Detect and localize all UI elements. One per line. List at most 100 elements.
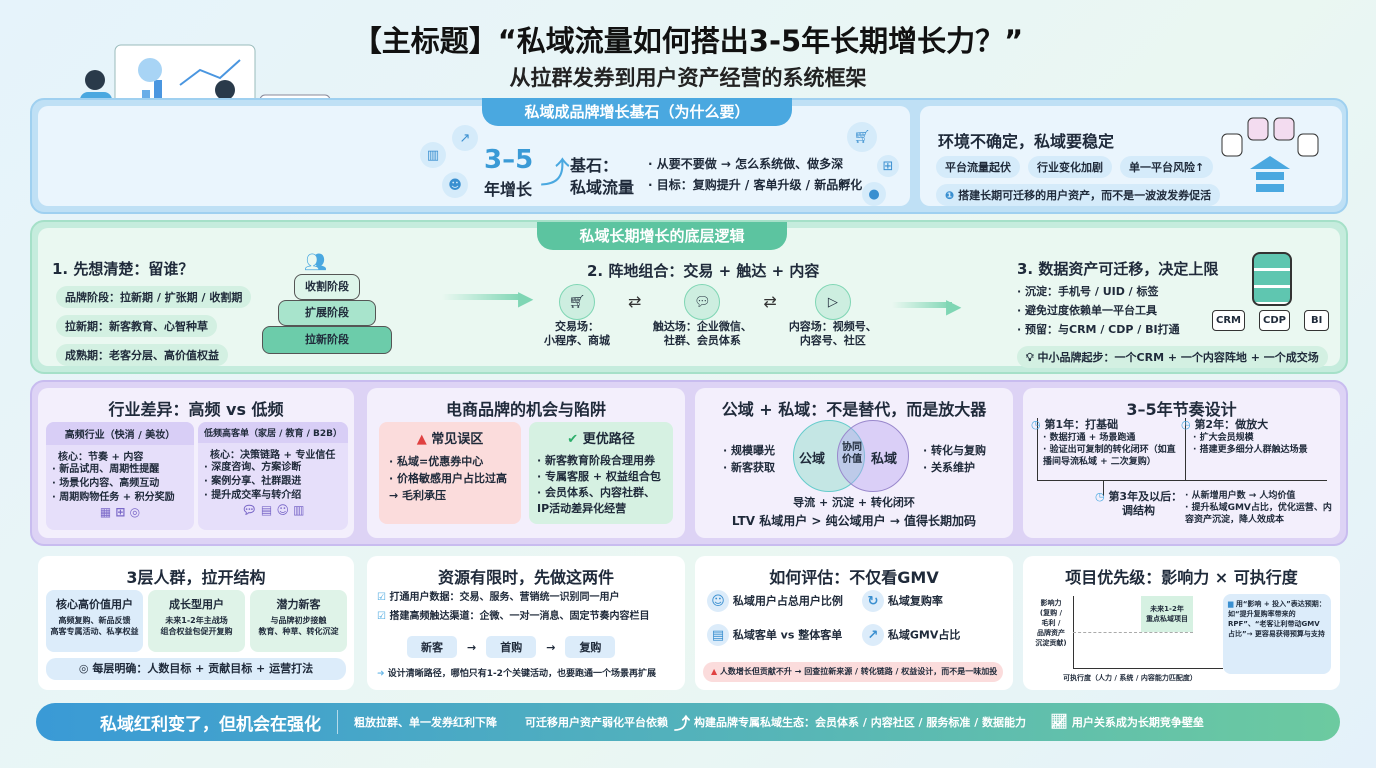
growth-chart-icon: 📈︎ <box>1050 714 1068 730</box>
chat-icon: 💬︎ <box>684 284 721 320</box>
evaluation-card: 如何评估：不仅看GMV ☺ 私域用户占总用户比例 ↻ 私域复购率 ▤ 私域客单 … <box>695 556 1013 690</box>
year2-title: 第2年：做放大 <box>1194 418 1269 431</box>
person-icon: ● <box>862 182 886 206</box>
year1-title: 第1年：打基础 <box>1044 418 1119 431</box>
exchange-arrows-icon: ⇄ <box>763 292 777 311</box>
venn-loop-text: 导流 + 沉淀 + 转化闭环 <box>793 496 915 509</box>
user-icon: ☺ <box>707 590 729 612</box>
bottom-item: 粗放拉群、单一发券红利下降 <box>354 716 497 729</box>
matrix-x-axis <box>1073 668 1223 669</box>
data-tip: 中小品牌起步：一个CRM + 一个内容阵地 + 一个成交场 <box>1037 351 1319 364</box>
data-item: 沉淀：手机号 / UID / 标签 <box>1017 282 1180 301</box>
pitfalls-title: 常见误区 <box>431 432 484 447</box>
risk-tag: 单一平台风险↑ <box>1120 156 1214 178</box>
bottom-item: 可迁移用户资产弱化平台依赖 <box>525 716 668 729</box>
better-path-item: 专属客服 + 权益组合包 <box>537 469 665 485</box>
step3-title: 3. 数据资产可迁移，决定上限 <box>1017 260 1219 278</box>
environment-card: 环境不确定，私域要稳定 平台流量起伏 行业变化加剧 单一平台风险↑ ❶ 搭建长期… <box>920 106 1342 206</box>
timeline-axis <box>1037 480 1327 481</box>
growth-arrow-icon: ↗ <box>452 125 478 151</box>
high-freq-item: 场景化内容、高频互动 <box>52 477 188 491</box>
curve-arrow-icon: ⤴ <box>674 714 691 733</box>
tier-growth: 成长型用户未来1-2年主战场 组合权益包促开复购 <box>148 590 245 652</box>
year2-item: 扩大会员规模 <box>1193 432 1331 444</box>
cart-icon: 🛒︎ <box>559 284 595 320</box>
stage-item: 品牌阶段：拉新期 / 扩张期 / 收割期 <box>56 286 252 308</box>
environment-title: 环境不确定，私域要稳定 <box>938 132 1115 151</box>
channel-node: 🛒︎交易场： 小程序、商城 <box>532 284 622 348</box>
warning-icon: ▲ <box>711 667 720 676</box>
year3-title: 第3年及以后： 调结构 <box>1108 490 1183 517</box>
tier-potential: 潜力新客与品牌初步接触 教育、种草、转化沉淀 <box>250 590 347 652</box>
platform-cloud-icon <box>1220 114 1320 199</box>
tier-core: 核心高价值用户高频复购、新品反馈 高客专属活动、私享权益 <box>46 590 143 652</box>
base-subtitle: 私域流量 <box>570 178 635 197</box>
x-axis-label: 可执行度（人力 / 系统 / 内容能力匹配度） <box>1063 674 1197 682</box>
user-group-icon: 👥︎ <box>304 252 327 273</box>
system-cdp: CDP <box>1259 310 1290 331</box>
tiers-card: 3层人群，拉开结构 核心高价值用户高频复购、新品反馈 高客专属活动、私享权益 成… <box>38 556 354 690</box>
venn-ltv-text: LTV 私域用户 > 纯公域用户 → 值得长期加码 <box>731 514 977 528</box>
stage-item: 拉新期：新客教育、心智种草 <box>56 315 217 337</box>
metric-gmv-share: ↗ 私域GMV占比 <box>862 624 1012 646</box>
check-circle-icon: ✔ <box>567 432 583 447</box>
better-path-item: 新客教育阶段合理用券 <box>537 453 665 469</box>
arrowhead-icon: ▶ <box>946 294 962 318</box>
private-domain-item: 关系维护 <box>923 459 986 476</box>
data-item: 预留：与CRM / CDP / BI打通 <box>1017 320 1180 339</box>
priority-title: 项目优先级：影响力 × 可执行度 <box>1065 568 1298 587</box>
base-title: 基石： <box>570 156 619 175</box>
better-path-item: 会员体系、内容社群、IP活动差异化经营 <box>537 485 665 517</box>
checkbox-icon: ☑ <box>377 611 390 622</box>
priority-card: 项目优先级：影响力 × 可执行度 影响力 (复购 / 毛利 / 品牌资产 沉淀贡… <box>1023 556 1340 690</box>
system-crm: CRM <box>1212 310 1245 331</box>
ecommerce-card: 电商品牌的机会与陷阱 ▲ 常见误区 私域=优惠券中心价格敏感用户占比过高 → 毛… <box>367 388 685 538</box>
risk-tag: 平台流量起伏 <box>936 156 1020 178</box>
refresh-icon: ↻ <box>862 590 884 612</box>
info-icon: ❶ <box>945 189 959 202</box>
pitfall-item: 价格敏感用户占比过高 → 毛利承压 <box>389 470 511 504</box>
year1-icon: ◷ <box>1031 418 1045 431</box>
step2-title: 2. 阵地组合：交易 + 触达 + 内容 <box>587 262 820 280</box>
arrowhead-icon: ▶ <box>518 286 534 310</box>
high-freq-item: 周期购物任务 + 积分奖励 <box>52 491 188 505</box>
section-foundation: 私域成品牌增长基石（为什么要） ↗ ▥ ☻ 3–5 年增长 ⤴ 基石： 私域流量… <box>30 98 1348 214</box>
tiers-note: 每层明确：人数目标 + 贡献目标 + 运营打法 <box>92 662 314 675</box>
year3-item: 从新增用户数 → 人均价值 <box>1185 490 1335 502</box>
arrow-icon: → <box>467 640 477 654</box>
gift-icon: ⊞ <box>877 155 899 177</box>
exchange-arrows-icon: ⇄ <box>628 292 642 311</box>
private-domain-circle <box>837 420 909 492</box>
document-icon: ▤ <box>707 624 729 646</box>
metric-aov: ▤ 私域客单 vs 整体客单 <box>707 624 862 646</box>
foundation-point: 目标：复购提升 / 客单升级 / 新品孵化 <box>648 175 862 196</box>
priority-note: 用“影响 + 投入”表达预期：如“提升复购率带来的RPF”、“老客让利带动GMV… <box>1228 600 1326 638</box>
metric-user-share: ☺ 私域用户占总用户比例 <box>707 590 862 612</box>
venn-center-label: 协同价值 <box>842 442 862 465</box>
foundation-point: 从要不要做 → 怎么系统做、做多深 <box>648 154 862 175</box>
pyramid-middle: 扩展阶段 <box>278 300 376 326</box>
resource-note: 设计清晰路径，哪怕只有1-2个关键活动，也要跑通一个场景再扩展 <box>387 669 656 679</box>
private-domain-item: 转化与复购 <box>923 442 986 459</box>
arrow-icon: → <box>546 640 556 654</box>
low-freq-item: 深度咨询、方案诊断 <box>204 461 342 475</box>
rhythm-title: 3–5年节奏设计 <box>1126 400 1237 419</box>
flow-arrow-icon <box>442 294 522 300</box>
matrix-gridline <box>1073 632 1193 633</box>
flow-step-new: 新客 <box>407 636 457 658</box>
venn-left-label: 公域 <box>799 452 826 467</box>
priority-task: 搭建高频触达渠道：企微、一对一消息、固定节奏内容栏目 <box>389 611 650 622</box>
bottom-item: 用户关系成为长期竞争壁垒 <box>1071 716 1204 729</box>
year1-item: 验证出可复制的转化闭环（如直播间导流私域 + 二次复购） <box>1043 444 1181 468</box>
pitfall-item: 私域=优惠券中心 <box>389 453 511 470</box>
public-domain-item: 规模曝光 <box>723 442 775 459</box>
bottom-title: 私域红利变了，但机会在强化 <box>100 714 321 735</box>
low-freq-item: 提升成交率与转介绍 <box>204 489 342 503</box>
tiers-title: 3层人群，拉开结构 <box>126 568 266 587</box>
resource-title: 资源有限时，先做这两件 <box>437 568 614 587</box>
venn-card: 公域 + 私域：不是替代，而是放大器 公域 私域 协同价值 规模曝光新客获取 转… <box>695 388 1013 538</box>
industry-title: 行业差异：高频 vs 低频 <box>108 400 284 419</box>
chart-icon: ↗ <box>862 624 884 646</box>
stage-pyramid: 收割阶段 扩展阶段 拉新阶段 <box>262 274 392 354</box>
ecommerce-title: 电商品牌的机会与陷阱 <box>445 400 606 419</box>
